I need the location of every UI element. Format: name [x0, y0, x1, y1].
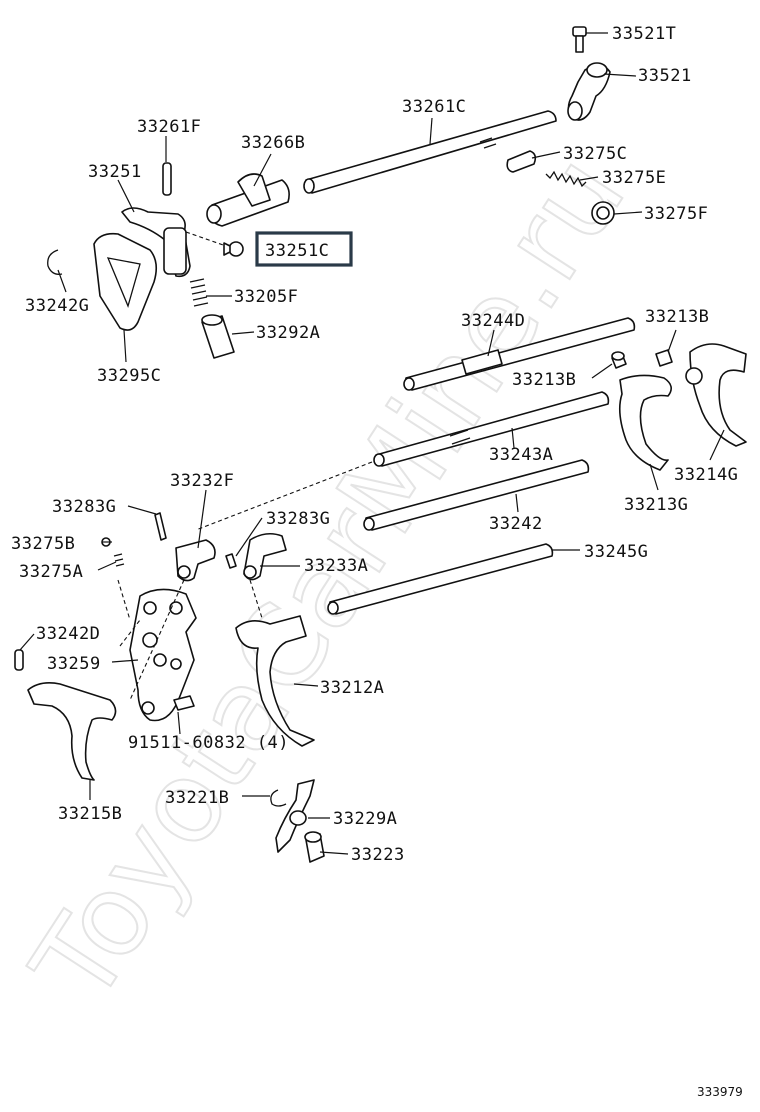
- callout-33233A[interactable]: 33233A: [304, 556, 368, 576]
- callout-33275E[interactable]: 33275E: [602, 168, 666, 188]
- part-33229A-lever: [275, 779, 315, 853]
- part-33244D-shaft: [403, 317, 636, 391]
- callout-33292A[interactable]: 33292A: [256, 323, 320, 343]
- callout-33266B[interactable]: 33266B: [241, 133, 305, 153]
- callout-33213G[interactable]: 33213G: [624, 495, 688, 515]
- part-33251-lever: [121, 207, 191, 278]
- callout-33261C[interactable]: 33261C: [402, 97, 466, 117]
- callout-33295C[interactable]: 33295C: [97, 366, 161, 386]
- callout-33213B-2[interactable]: 33213B: [512, 370, 576, 390]
- part-33223-roller: [304, 831, 325, 863]
- part-33215B-fork: [27, 682, 117, 781]
- part-33259-housing: [129, 588, 197, 722]
- part-33521T-bolt: [572, 26, 587, 53]
- part-33242D-pin: [14, 649, 24, 671]
- part-33283G-pin-2: [225, 553, 237, 569]
- part-33292A-sleeve: [201, 314, 235, 359]
- part-91511-bolt: [173, 695, 195, 711]
- callout-33261F[interactable]: 33261F: [137, 117, 201, 137]
- callout-33212A[interactable]: 33212A: [320, 678, 384, 698]
- part-33521-lever: [567, 62, 611, 121]
- callout-33242[interactable]: 33242: [489, 514, 543, 534]
- part-33275A-spring: [113, 553, 125, 567]
- part-33275C-pin: [506, 150, 537, 173]
- callout-33275F[interactable]: 33275F: [644, 204, 708, 224]
- part-33261C-shaft: [303, 110, 557, 194]
- assembly-line-2: [129, 579, 185, 701]
- callout-33229A[interactable]: 33229A: [333, 809, 397, 829]
- part-33242G-clip: [47, 249, 63, 275]
- callout-33275A[interactable]: 33275A: [19, 562, 83, 582]
- assembly-line: [195, 461, 373, 531]
- assembly-line-3: [117, 579, 131, 621]
- part-33242-shaft: [363, 459, 590, 531]
- part-33283G-pin: [154, 512, 167, 541]
- part-33295C-plate: [93, 232, 158, 331]
- callout-91511-60832[interactable]: 91511-60832 (4): [128, 733, 289, 753]
- part-33245G-shaft: [327, 543, 554, 615]
- part-33214G-fork: [685, 343, 747, 447]
- callout-33213B[interactable]: 33213B: [645, 307, 709, 327]
- part-33205F-spring: [189, 278, 209, 307]
- part-33275E-spring: [545, 170, 587, 188]
- part-33213B-bolt: [611, 351, 627, 369]
- callout-33275C[interactable]: 33275C: [563, 144, 627, 164]
- part-33261F-pin: [162, 162, 172, 196]
- callout-33521[interactable]: 33521: [638, 66, 692, 86]
- callout-33251C[interactable]: 33251C: [265, 241, 329, 261]
- highlight-box: [255, 231, 353, 267]
- part-33232F-head: [175, 539, 216, 582]
- part-33233A-head: [243, 532, 287, 581]
- callout-33244D[interactable]: 33244D: [461, 311, 525, 331]
- part-33212A-fork: [235, 615, 315, 747]
- part-33243A-shaft: [373, 391, 610, 467]
- part-33213G-fork: [618, 374, 672, 471]
- callout-33242D[interactable]: 33242D: [36, 624, 100, 644]
- callout-33223[interactable]: 33223: [351, 845, 405, 865]
- callout-33205F[interactable]: 33205F: [234, 287, 298, 307]
- callout-33242G[interactable]: 33242G: [25, 296, 89, 316]
- callout-33214G[interactable]: 33214G: [674, 465, 738, 485]
- callout-33259[interactable]: 33259: [47, 654, 101, 674]
- callout-33275B[interactable]: 33275B: [11, 534, 75, 554]
- callout-33245G[interactable]: 33245G: [584, 542, 648, 562]
- part-33221B-clip: [270, 789, 287, 807]
- callout-33251[interactable]: 33251: [88, 162, 142, 182]
- part-33213B-bolt-2: [655, 349, 673, 367]
- assembly-line-5: [119, 619, 141, 647]
- part-33266B-head: [206, 173, 290, 227]
- callout-33215B[interactable]: 33215B: [58, 804, 122, 824]
- part-33275F-plug: [591, 201, 615, 225]
- leader-lines: [19, 32, 725, 855]
- callout-33221B[interactable]: 33221B: [165, 788, 229, 808]
- callout-33283G[interactable]: 33283G: [52, 497, 116, 517]
- callout-33521T[interactable]: 33521T: [612, 24, 676, 44]
- callout-33232F[interactable]: 33232F: [170, 471, 234, 491]
- reference-number: 333979: [697, 1085, 743, 1099]
- callout-33243A[interactable]: 33243A: [489, 445, 553, 465]
- callout-33283G-2[interactable]: 33283G: [266, 509, 330, 529]
- part-33251C-bolt: [223, 241, 244, 257]
